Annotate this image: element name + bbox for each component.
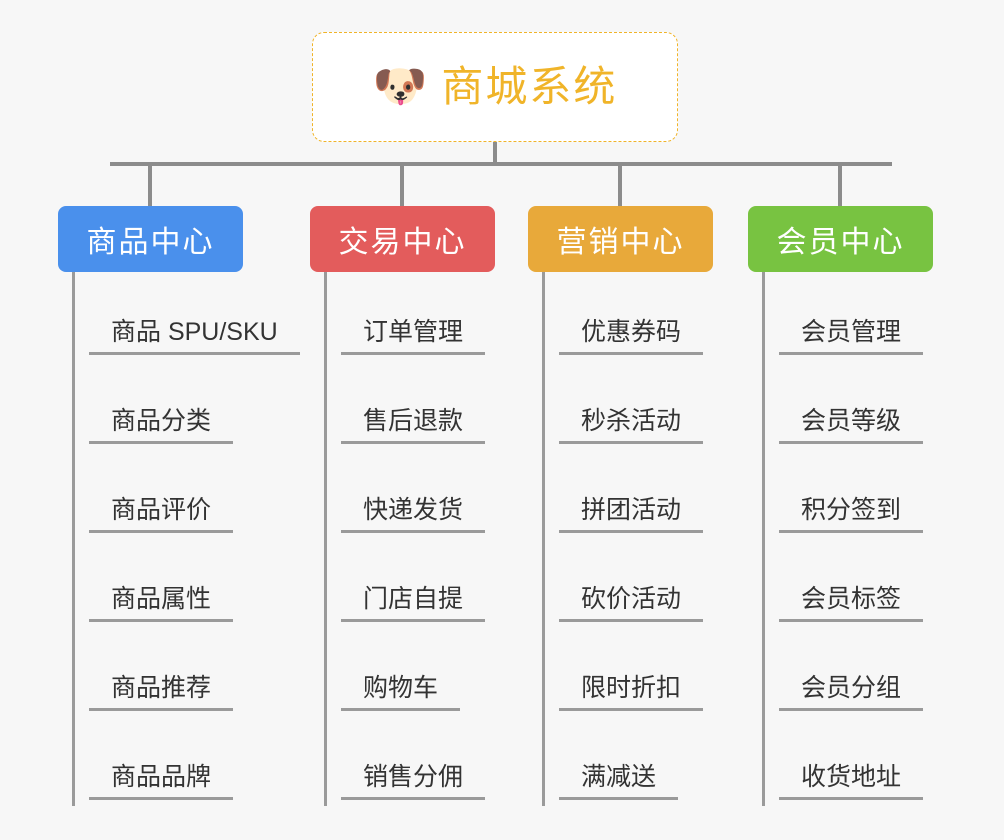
leaf-item[interactable]: 会员等级 — [779, 361, 948, 450]
leaf-item[interactable]: 秒杀活动 — [559, 361, 728, 450]
leaf-item[interactable]: 限时折扣 — [559, 628, 728, 717]
leaf-item[interactable]: 购物车 — [341, 628, 510, 717]
branch-header-label: 会员中心 — [776, 226, 905, 259]
leaf-item[interactable]: 商品品牌 — [89, 717, 288, 806]
branch-column-product-center: 商品中心 商品 SPU/SKU 商品分类 商品评价 商品属性 商品推荐 商品品牌 — [58, 206, 300, 806]
branch-header-label: 商品中心 — [86, 226, 215, 259]
leaf-item-label: 商品 SPU/SKU — [89, 318, 300, 355]
leaf-item-label: 会员标签 — [779, 585, 924, 622]
leaf-item[interactable]: 商品属性 — [89, 539, 288, 628]
leaf-item[interactable]: 门店自提 — [341, 539, 510, 628]
leaf-item-label: 商品评价 — [89, 496, 234, 533]
connector-drop-member-center — [838, 162, 842, 206]
leaf-item-label: 积分签到 — [779, 496, 924, 533]
leaf-item[interactable]: 商品 SPU/SKU — [89, 272, 300, 361]
shiba-dog-face-icon: 🐶 — [372, 62, 428, 111]
leaf-item[interactable]: 砍价活动 — [559, 539, 728, 628]
leaf-item-label: 购物车 — [341, 674, 461, 711]
leaf-item[interactable]: 商品分类 — [89, 361, 288, 450]
leaf-item[interactable]: 售后退款 — [341, 361, 510, 450]
leaf-item[interactable]: 订单管理 — [341, 272, 510, 361]
branch-column-trade-center: 交易中心 订单管理 售后退款 快递发货 门店自提 购物车 销售分佣 — [310, 206, 510, 806]
leaf-item-label: 限时折扣 — [559, 674, 704, 711]
leaf-item[interactable]: 快递发货 — [341, 450, 510, 539]
leaf-item[interactable]: 会员标签 — [779, 539, 948, 628]
leaf-item-label: 商品品牌 — [89, 763, 234, 800]
leaf-item-label: 会员分组 — [779, 674, 924, 711]
leaf-list-member-center: 会员管理 会员等级 积分签到 会员标签 会员分组 收货地址 — [762, 272, 948, 806]
branch-header-member-center[interactable]: 会员中心 — [748, 206, 933, 272]
branch-header-product-center[interactable]: 商品中心 — [58, 206, 243, 272]
leaf-item-label: 售后退款 — [341, 407, 486, 444]
leaf-item-label: 商品分类 — [89, 407, 234, 444]
leaf-item-label: 收货地址 — [779, 763, 924, 800]
leaf-item-label: 商品属性 — [89, 585, 234, 622]
connector-horizontal-bus — [110, 162, 892, 166]
leaf-item[interactable]: 销售分佣 — [341, 717, 510, 806]
leaf-item-label: 快递发货 — [341, 496, 486, 533]
leaf-item-label: 门店自提 — [341, 585, 486, 622]
root-node-title: 商城系统 — [441, 63, 618, 110]
leaf-item-label: 订单管理 — [341, 318, 486, 355]
connector-drop-trade-center — [400, 162, 404, 206]
root-node-mall-system[interactable]: 🐶 商城系统 — [312, 32, 678, 142]
connector-drop-product-center — [148, 162, 152, 206]
leaf-item-label: 销售分佣 — [341, 763, 486, 800]
leaf-item[interactable]: 收货地址 — [779, 717, 948, 806]
leaf-item-label: 会员等级 — [779, 407, 924, 444]
branch-header-label: 交易中心 — [338, 226, 467, 259]
connector-trunk — [493, 142, 497, 164]
leaf-item-label: 满减送 — [559, 763, 679, 800]
branch-header-trade-center[interactable]: 交易中心 — [310, 206, 495, 272]
leaf-item[interactable]: 优惠券码 — [559, 272, 728, 361]
leaf-item-label: 会员管理 — [779, 318, 924, 355]
leaf-item[interactable]: 会员分组 — [779, 628, 948, 717]
leaf-item-label: 秒杀活动 — [559, 407, 704, 444]
branch-column-marketing-center: 营销中心 优惠券码 秒杀活动 拼团活动 砍价活动 限时折扣 满减送 — [528, 206, 728, 806]
leaf-item[interactable]: 积分签到 — [779, 450, 948, 539]
leaf-item[interactable]: 拼团活动 — [559, 450, 728, 539]
branch-header-label: 营销中心 — [556, 226, 685, 259]
branch-column-member-center: 会员中心 会员管理 会员等级 积分签到 会员标签 会员分组 收货地址 — [748, 206, 948, 806]
leaf-item-label: 优惠券码 — [559, 318, 704, 355]
leaf-list-trade-center: 订单管理 售后退款 快递发货 门店自提 购物车 销售分佣 — [324, 272, 510, 806]
leaf-item[interactable]: 商品评价 — [89, 450, 288, 539]
leaf-list-marketing-center: 优惠券码 秒杀活动 拼团活动 砍价活动 限时折扣 满减送 — [542, 272, 728, 806]
leaf-item-label: 商品推荐 — [89, 674, 234, 711]
leaf-item[interactable]: 满减送 — [559, 717, 728, 806]
leaf-item[interactable]: 会员管理 — [779, 272, 948, 361]
leaf-list-product-center: 商品 SPU/SKU 商品分类 商品评价 商品属性 商品推荐 商品品牌 — [72, 272, 300, 806]
leaf-item-label: 拼团活动 — [559, 496, 704, 533]
branch-header-marketing-center[interactable]: 营销中心 — [528, 206, 713, 272]
leaf-item[interactable]: 商品推荐 — [89, 628, 288, 717]
connector-drop-marketing-center — [618, 162, 622, 206]
leaf-item-label: 砍价活动 — [559, 585, 704, 622]
